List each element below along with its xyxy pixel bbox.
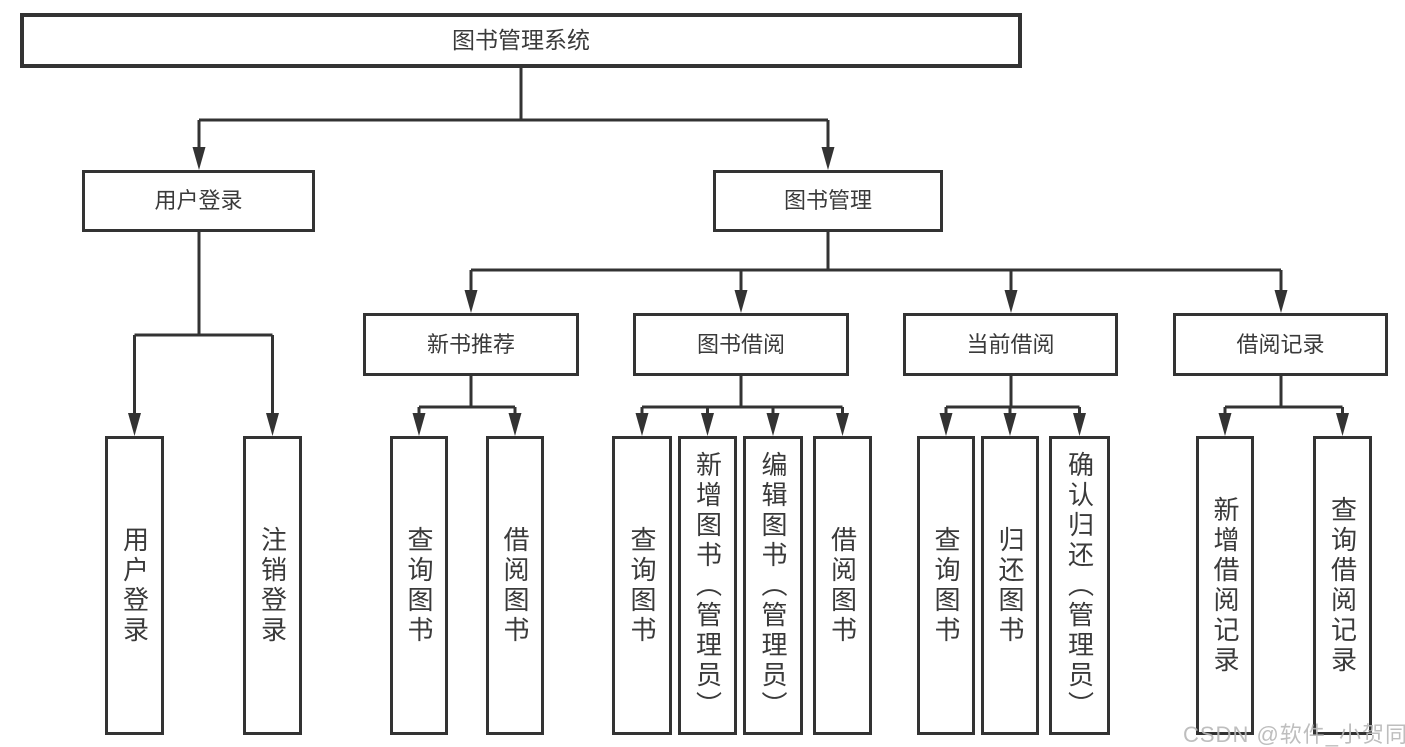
node-label: 编辑图书（管理员） <box>758 450 788 721</box>
arrowhead-icon <box>1218 413 1232 436</box>
leaf-logout: 注销登录 <box>243 436 302 735</box>
connector-lines <box>133 68 1344 414</box>
node-book-borrowing: 图书借阅 <box>633 313 849 376</box>
arrowhead-icon <box>734 290 748 313</box>
arrowhead-icon <box>192 147 206 170</box>
node-label: 图书管理 <box>783 188 872 213</box>
leaf-borrow-books: 借阅图书 <box>813 436 872 735</box>
leaf-confirm-return-admin: 确认归还（管理员） <box>1049 436 1110 735</box>
node-book-management: 图书管理 <box>713 170 943 232</box>
node-label: 图书管理系统 <box>452 27 590 53</box>
node-label: 新增借阅记录 <box>1210 495 1240 676</box>
leaf-add-borrow-record: 新增借阅记录 <box>1196 436 1254 735</box>
node-label: 当前借阅 <box>966 331 1055 357</box>
arrowhead-icon <box>939 413 953 436</box>
node-label: 借阅记录 <box>1236 331 1325 357</box>
node-label: 确认归还（管理员） <box>1064 450 1095 721</box>
arrowhead-icon <box>128 413 141 436</box>
node-label: 注销登录 <box>257 525 288 646</box>
leaf-query-books-recommend: 查询图书 <box>390 436 448 735</box>
node-borrowing-records: 借阅记录 <box>1173 313 1388 376</box>
node-current-borrowing: 当前借阅 <box>903 313 1118 376</box>
arrowhead-icon <box>701 413 714 436</box>
leaf-query-books-borrow: 查询图书 <box>612 436 672 735</box>
node-label: 借阅图书 <box>827 525 858 646</box>
leaf-query-borrow-record: 查询借阅记录 <box>1313 436 1372 735</box>
node-user-login: 用户登录 <box>82 170 315 232</box>
arrowhead-icon <box>1004 290 1018 313</box>
leaf-borrow-books-recommend: 借阅图书 <box>486 436 544 735</box>
arrowhead-icon <box>266 413 279 436</box>
arrowhead-icon <box>635 413 649 436</box>
node-label: 用户登录 <box>154 188 243 213</box>
arrowhead-icon <box>464 290 478 313</box>
node-label: 查询图书 <box>627 525 657 646</box>
node-label: 归还图书 <box>995 525 1025 646</box>
node-label: 新增图书（管理员） <box>692 450 723 721</box>
node-label: 用户登录 <box>119 525 150 646</box>
arrowhead-icon <box>1274 290 1288 313</box>
arrowhead-icon <box>1336 413 1349 436</box>
node-label: 查询图书 <box>931 525 961 646</box>
arrowhead-icon <box>1073 413 1086 436</box>
arrowhead-icon <box>766 413 780 436</box>
node-label: 新书推荐 <box>426 331 515 357</box>
node-library-management-system: 图书管理系统 <box>20 13 1022 68</box>
node-label: 查询借阅记录 <box>1327 495 1358 676</box>
node-label: 图书借阅 <box>696 331 785 357</box>
node-label: 查询图书 <box>404 525 434 646</box>
arrowhead-icon <box>412 413 426 436</box>
arrowhead-icon <box>1003 413 1017 436</box>
node-label: 借阅图书 <box>500 525 530 646</box>
arrowhead-icon <box>821 147 835 170</box>
watermark: CSDN @软件_小贺同学 <box>1183 722 1405 747</box>
leaf-query-books-current: 查询图书 <box>917 436 975 735</box>
arrowhead-icon <box>508 413 522 436</box>
leaf-return-books: 归还图书 <box>981 436 1039 735</box>
leaf-add-books-admin: 新增图书（管理员） <box>678 436 737 735</box>
leaf-user-login: 用户登录 <box>105 436 164 735</box>
arrowhead-icon <box>836 413 849 436</box>
leaf-edit-books-admin: 编辑图书（管理员） <box>743 436 803 735</box>
node-new-book-recommend: 新书推荐 <box>363 313 579 376</box>
